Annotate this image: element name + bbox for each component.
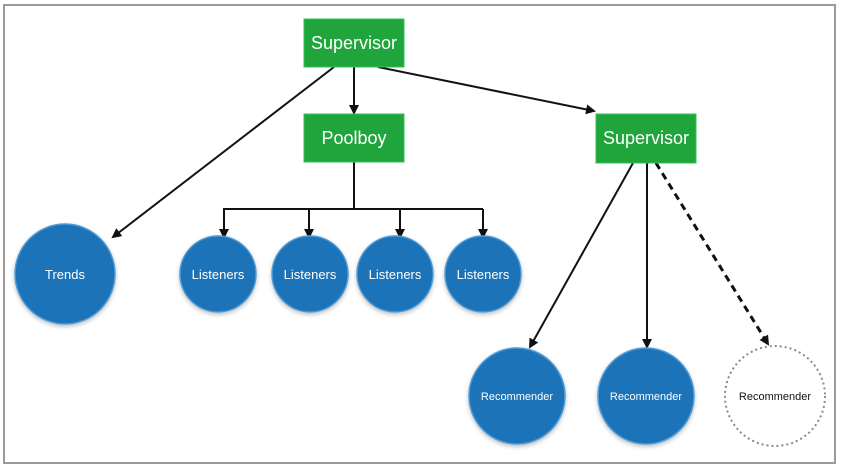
poolboy-box	[303, 113, 405, 163]
recommender-node: Recommender	[468, 347, 566, 445]
recommender-label: Recommender	[610, 391, 682, 403]
listeners-circle	[271, 235, 349, 313]
listeners-label: Listeners	[457, 267, 510, 282]
supervisor-root-node: Supervisor	[303, 18, 405, 68]
listeners-node: Listeners	[179, 235, 257, 313]
listeners-label: Listeners	[284, 267, 337, 282]
supervisor-child-box	[595, 113, 697, 164]
supervisor-root-box	[303, 18, 405, 68]
recommender-placeholder-node: Recommender	[724, 345, 826, 447]
edge-supervisor-to-recommender-3	[654, 162, 770, 346]
edge-supervisor-to-supervisor	[377, 66, 596, 115]
recommender-placeholder-label: Recommender	[739, 391, 811, 403]
listeners-circle	[179, 235, 257, 313]
listeners-node: Listeners	[444, 235, 522, 313]
trends-label: Trends	[45, 267, 85, 282]
trends-node: Trends	[14, 223, 116, 325]
listeners-node: Listeners	[271, 235, 349, 313]
trends-circle	[14, 223, 116, 325]
supervisor-child-label: Supervisor	[603, 128, 689, 148]
supervisor-child-node: Supervisor	[595, 113, 697, 164]
listeners-circle	[444, 235, 522, 313]
listeners-label: Listeners	[369, 267, 422, 282]
edge-supervisor-to-trends	[111, 66, 335, 239]
recommender-placeholder-circle	[724, 345, 826, 447]
listeners-node: Listeners	[356, 235, 434, 313]
listeners-circle	[356, 235, 434, 313]
supervisor-root-label: Supervisor	[311, 33, 397, 53]
recommender-node: Recommender	[597, 347, 695, 445]
recommender-circle	[468, 347, 566, 445]
recommender-circle	[597, 347, 695, 445]
listeners-label: Listeners	[192, 267, 245, 282]
edge-supervisor-to-recommender-1	[529, 162, 634, 349]
poolboy-label: Poolboy	[321, 128, 386, 148]
recommender-label: Recommender	[481, 391, 553, 403]
diagram-frame	[3, 4, 836, 464]
edges	[111, 66, 770, 349]
poolboy-node: Poolboy	[303, 113, 405, 163]
